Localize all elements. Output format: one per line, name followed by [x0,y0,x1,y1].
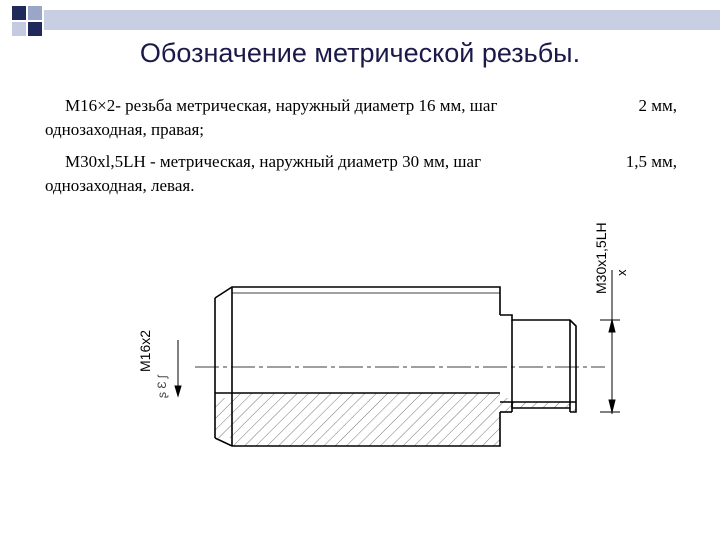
paragraph-text-end: 2 мм, [638,96,677,115]
paragraph-line: M16×2- резьба метрическая, наружный диам… [45,94,677,118]
paragraph-m16: M16×2- резьба метрическая, наружный диам… [45,94,677,142]
label-m16-faded: ʂ Ɛ ʃ [155,374,169,398]
section-hatching [215,393,576,446]
paragraph-line: M30xl,5LH - метрическая, наружный диамет… [45,150,677,174]
decor-square-dark [12,6,26,20]
paragraph-text: однозаходная, правая; [45,120,205,139]
decor-square-light [28,6,42,20]
label-m16: M16x2 [137,330,153,372]
paragraph-text: M16×2- резьба метрическая, наружный диам… [65,96,498,115]
decorative-header [12,6,720,36]
decor-square-dark-2 [28,22,42,36]
label-m30-tail: x [614,269,629,276]
part-outline [214,286,577,447]
paragraph-m30: M30xl,5LH - метрическая, наружный диамет… [45,150,677,198]
decor-square-pale [12,22,26,36]
paragraph-text-end: 1,5 мм, [625,152,677,171]
dimension-left [174,340,182,398]
paragraph-text: однозаходная, левая. [45,176,195,195]
decor-bar [44,10,720,30]
paragraph-text: M30xl,5LH - метрическая, наружный диамет… [65,152,482,171]
dimension-right [600,270,620,414]
label-m30: M30x1,5LH [593,222,609,294]
slide-title: Обозначение метрической резьбы. [139,38,581,68]
